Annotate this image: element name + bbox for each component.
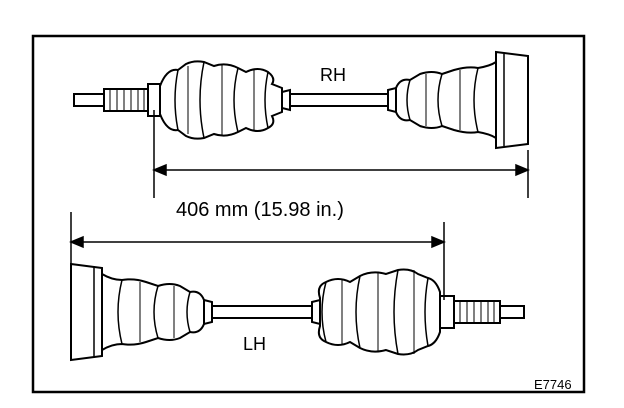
- dimension-label: 406 mm (15.98 in.): [176, 199, 344, 221]
- lh-driveshaft: [70, 262, 525, 362]
- lh-arrow-right: [431, 235, 446, 249]
- rh-driveshaft: [73, 50, 529, 150]
- lh-inner-boot: [101, 272, 205, 352]
- lh-cv-housing: [70, 262, 103, 362]
- rh-inner-boot: [395, 60, 497, 140]
- rh-shaft: [281, 86, 397, 114]
- figure-code: E7746: [534, 377, 572, 392]
- lh-shaft: [203, 298, 321, 326]
- lh-dimension-line: [69, 212, 446, 300]
- rh-arrow-left: [152, 163, 167, 177]
- lh-outer-boot: [317, 268, 441, 356]
- rh-label: RH: [320, 65, 346, 85]
- rh-cv-housing: [495, 50, 529, 150]
- rh-arrow-right: [515, 163, 530, 177]
- rh-dimension-line: [152, 110, 530, 198]
- rh-outer-boot: [159, 60, 283, 140]
- figure-frame: [31, 34, 586, 394]
- lh-label: LH: [243, 334, 266, 354]
- lh-splined-stub: [439, 295, 525, 329]
- rh-splined-stub: [73, 83, 161, 117]
- lh-arrow-left: [69, 235, 84, 249]
